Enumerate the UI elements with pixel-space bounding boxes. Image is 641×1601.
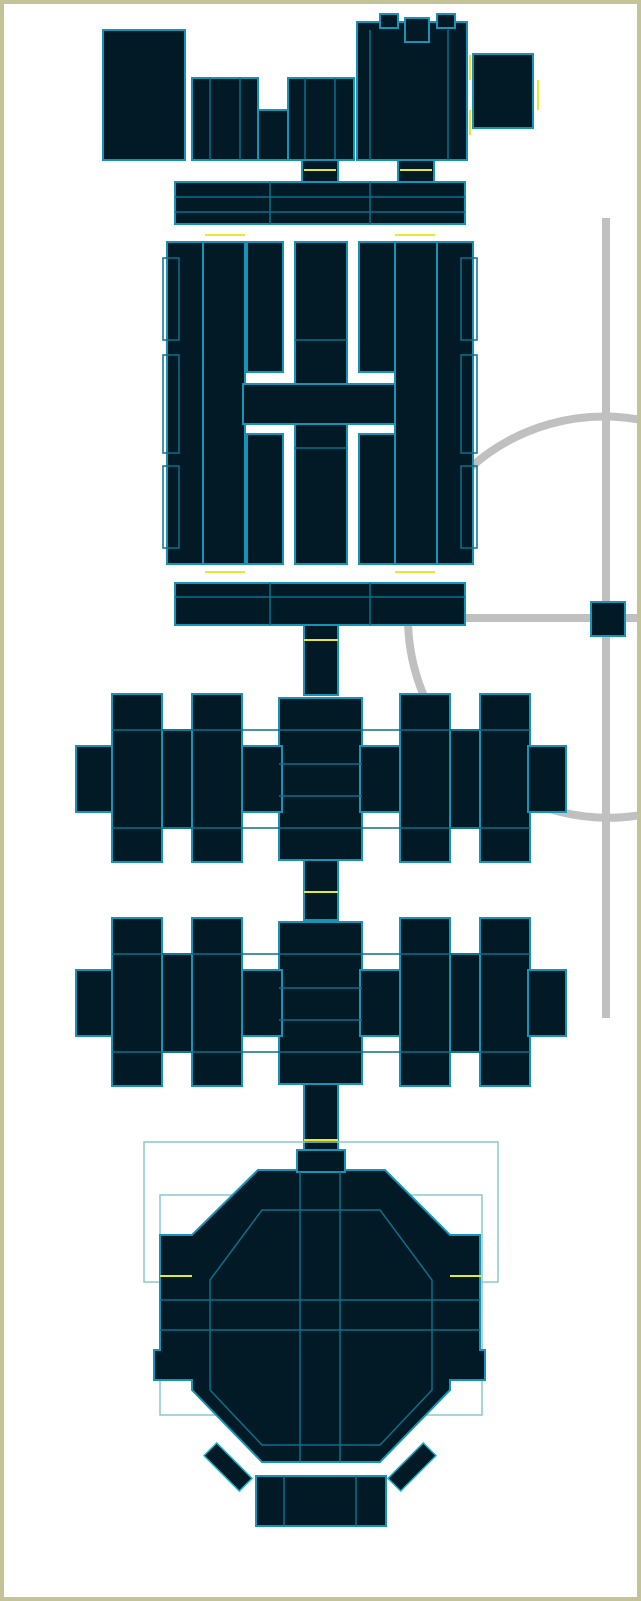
module-h-block[interactable] (162, 241, 478, 573)
track-node[interactable] (590, 601, 626, 637)
lower-corridor[interactable] (174, 582, 466, 696)
engine-row-2[interactable] (75, 917, 567, 1087)
module-bottom[interactable] (143, 1141, 499, 1527)
engine-row-1[interactable] (75, 693, 567, 863)
connector-corridor-lower[interactable] (303, 1083, 339, 1155)
connector-corridor[interactable] (303, 859, 339, 921)
upper-corridor[interactable] (174, 181, 466, 236)
module-top[interactable] (102, 13, 539, 185)
